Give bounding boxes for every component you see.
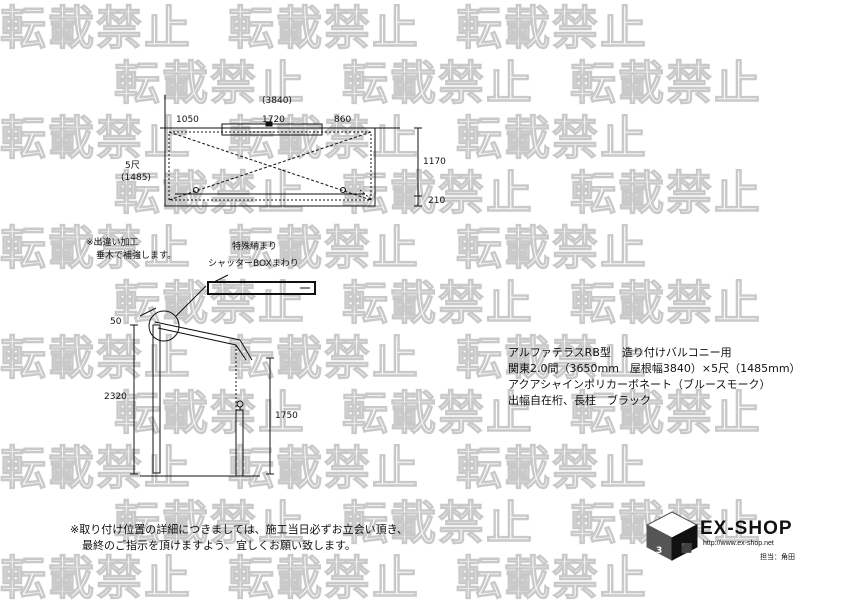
plan-seg-right-label: 860 (334, 115, 352, 125)
svg-text:⬛: ⬛ (681, 542, 692, 554)
watermark-text: 転載禁止 (342, 56, 534, 111)
section-rafter (154, 321, 253, 361)
section-dim-post: 1750 (275, 411, 298, 421)
watermark-text: 転載禁止 (114, 386, 306, 441)
watermark-text: 転載禁止 (0, 441, 192, 496)
section-front-post (235, 409, 244, 477)
watermark-text: 転載禁止 (342, 496, 534, 551)
watermark-text: 転載禁止 (456, 111, 648, 166)
watermark-text: 転載禁止 (342, 276, 534, 331)
section-dim-top: 50 (110, 317, 122, 327)
watermark-text: 転載禁止 (570, 276, 762, 331)
watermark-text: 転載禁止 (342, 166, 534, 221)
watermark-text: 転載禁止 (456, 221, 648, 276)
watermark-text: 転載禁止 (456, 1, 648, 56)
plan-post-left (193, 187, 199, 193)
spec-block: アルファテラスRB型 造り付けバルコニー用 関東2.0間（3650mm 屋根幅3… (508, 345, 801, 409)
watermark-text: 転載禁止 (114, 166, 306, 221)
plan-height-lower: 210 (428, 196, 446, 206)
plan-depth-label: 5尺 (125, 161, 140, 171)
svg-text:3: 3 (656, 546, 662, 556)
spec-line3: アクアシャインポリカーボネート（ブルースモーク） (508, 378, 771, 391)
spec-line2: 関東2.0間（3650mm 屋根幅3840）×5尺（1485mm） (508, 362, 801, 375)
notes-line2: 最終のご指示を頂けますよう、宜しくお願い致します。 (82, 539, 356, 552)
watermark-text: 転載禁止 (570, 56, 762, 111)
spec-line1: アルファテラスRB型 造り付けバルコニー用 (508, 346, 732, 359)
section-note-line1: ※出違い加工 (86, 238, 139, 248)
notes-block: ※取り付け位置の詳細につきましては、施工当日必ずお立会い頂き、 最終のご指示を頂… (70, 522, 408, 554)
watermark-text: 転載禁止 (456, 441, 648, 496)
watermark-text: 転載禁止 (228, 1, 420, 56)
watermark-text: 転載禁止 (228, 111, 420, 166)
section-wall-post (152, 324, 161, 474)
watermark-text: 転載禁止 (228, 221, 420, 276)
watermark-text: 転載禁止 (456, 331, 648, 386)
callout-line2: シャッターBOXまわり (208, 259, 299, 269)
watermark-text: 転載禁止 (570, 166, 762, 221)
watermark-text: 転載禁止 (114, 56, 306, 111)
section-callout-detail (207, 281, 316, 295)
section-note-line2: 垂木で補強します。 (96, 251, 177, 261)
watermark-text: 転載禁止 (114, 496, 306, 551)
plan-total-width-label: (3840) (262, 96, 292, 106)
plan-seg-mid-label: 1720 (262, 115, 285, 125)
callout-line1: 特殊納まり (232, 242, 278, 252)
section-dim-total: 2320 (104, 392, 127, 402)
plan-seg-left-label: 1050 (176, 115, 199, 125)
watermark-text: 転載禁止 (0, 111, 192, 166)
logo-cube-icon: 3 ⬛ (645, 511, 699, 561)
notes-line1: ※取り付け位置の詳細につきましては、施工当日必ずお立会い頂き、 (70, 523, 408, 536)
plan-depth-value: (1485) (121, 173, 151, 183)
drawing-canvas: 3 ⬛ (130, 95, 699, 561)
plan-post-right (340, 187, 346, 193)
logo-name: EX-SHOP (700, 518, 793, 539)
watermark-text: 転載禁止 (228, 441, 420, 496)
logo-url[interactable]: http://www.ex-shop.net (703, 540, 774, 547)
watermark-text: 転載禁止 (570, 386, 762, 441)
plan-frame-inner (168, 131, 372, 201)
watermark-text: 転載禁止 (0, 1, 192, 56)
section-wall-line (139, 307, 157, 317)
watermark-text: 転載禁止 (228, 331, 420, 386)
logo-person: 担当：角田 (760, 553, 795, 561)
watermark-text: 転載禁止 (342, 386, 534, 441)
plan-cross-2 (168, 131, 372, 201)
section-callout-circle (148, 310, 180, 342)
plan-height-upper: 1170 (423, 157, 446, 167)
spec-line4: 出幅自在桁、長柱 ブラック (508, 394, 651, 407)
watermark-text: 転載禁止 (0, 221, 192, 276)
